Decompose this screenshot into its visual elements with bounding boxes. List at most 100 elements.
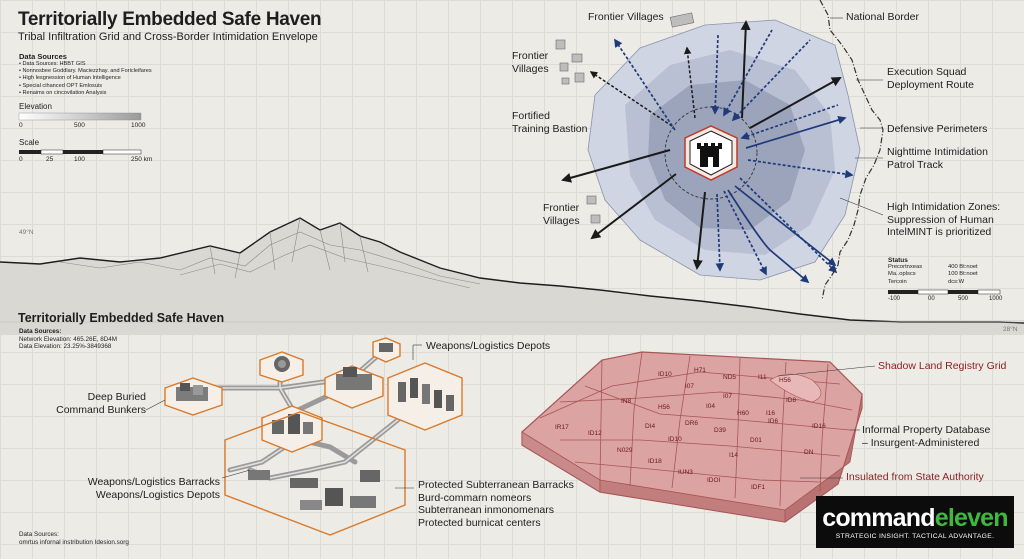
parcel-label: IDF1	[751, 484, 766, 491]
parcel-label: D39	[714, 427, 726, 434]
status-tick: -100	[888, 296, 901, 302]
label-barracks-depots: Weapons/Logistics Barracks Weapons/Logis…	[87, 476, 220, 501]
data-sources-item: Special cihanced OPT Emlosuis	[19, 83, 209, 90]
label-depots-top: Weapons/Logistics Depots	[426, 340, 551, 352]
status-row: Ma..oplscs 100 Bt:noet	[888, 271, 1008, 278]
label-intimidation-zones: High Intimidation Zones: Suppression of …	[887, 201, 1001, 238]
data-sources-item: Renaims on cincovilation Analysis	[19, 90, 209, 97]
label-execution-route: Execution Squad Deployment Route	[887, 66, 974, 91]
parcel-label: IN8	[621, 398, 632, 405]
parcel-label: ID18	[648, 458, 662, 465]
elevation-gradient-bar	[18, 112, 142, 121]
elevation-heading: Elevation	[19, 102, 52, 111]
status-value: 400 Bt:noet	[948, 264, 978, 270]
status-tick: 00	[928, 296, 935, 302]
parcel-label: H56	[658, 404, 670, 411]
black-arrows	[561, 20, 842, 270]
parcel-label: H71	[694, 367, 706, 374]
commandeleven-logo: commandeleven STRATEGIC INSIGHT. TACTICA…	[816, 496, 1014, 548]
status-heading: Status	[888, 257, 908, 264]
label-land-registry-grid: Shadow Land Registry Grid	[878, 360, 1007, 372]
data-sources-block: Data Sources Data Sources: HBBT GIS Nonn…	[19, 52, 209, 97]
status-row: Tercoin dcs:W	[888, 279, 1008, 286]
status-tick: 500	[958, 296, 969, 302]
elevation-tick: 1000	[131, 122, 146, 129]
elevation-tick: 500	[74, 122, 85, 129]
scale-tick: 250 km	[131, 156, 153, 163]
status-key: Ma..oplscs	[888, 271, 916, 278]
parcel-label: I04	[706, 403, 716, 410]
label-defensive-perimeters: Defensive Perimeters	[887, 123, 988, 135]
black-dashed-arrows	[589, 46, 696, 127]
scale-tick: 0	[19, 156, 23, 163]
status-value: dcs:W	[948, 278, 965, 285]
navy-dashed-arrows	[614, 29, 854, 276]
page-subtitle: Tribal Infiltration Grid and Cross-Borde…	[18, 31, 318, 43]
label-patrol-track: Nighttime Intimidation Patrol Track	[887, 146, 988, 171]
label-frontier-villages-bottom: Frontier Villages	[543, 202, 580, 227]
status-row: Precortnxeas 400 Bt:noet	[888, 264, 1008, 271]
data-sources-list: Data Sources: HBBT GIS Nonnosbee Goddlar…	[19, 61, 209, 97]
frontier-village-blocks	[555, 12, 695, 224]
bunker-center	[324, 365, 384, 409]
leader-lines-lower	[145, 344, 422, 489]
parcel-label: H60	[737, 410, 749, 417]
parcel-label: ID8	[786, 397, 797, 404]
label-fortified-bastion: Fortified Training Bastion	[512, 110, 588, 135]
land-registry-block	[521, 351, 863, 523]
fortified-bastion-icon	[684, 125, 738, 181]
parcel-label: D01	[750, 437, 762, 444]
parcel-label: H56	[779, 377, 791, 384]
lower-sources-line: Network Elevation: 465.26E, 8D4M	[19, 335, 118, 343]
parcel-label: IUN3	[678, 469, 693, 476]
parcel-label: IDOI	[707, 477, 721, 484]
logo-tagline: STRATEGIC INSIGHT. TACTICAL ADVANTAGE.	[835, 532, 995, 540]
parcel-label: ID6	[768, 418, 779, 425]
lower-section-heading: Territorially Embedded Safe Haven	[18, 311, 225, 325]
national-border-line	[819, 0, 884, 301]
logo-word-command: command	[822, 503, 935, 532]
elevation-tick: 0	[19, 122, 23, 129]
depot-right	[387, 362, 463, 431]
parcel-label: ID10	[658, 371, 672, 378]
logo-word-eleven: eleven	[934, 503, 1009, 532]
bunker-command-left	[164, 377, 223, 416]
status-key: Tercoin	[888, 278, 907, 285]
leader-lines-registry	[777, 365, 876, 479]
parcel-label: I14	[729, 452, 739, 459]
parcel-label: ID16	[812, 423, 826, 430]
footer-sources-text: omrtus infornal instribution Idesion.sor…	[19, 538, 129, 546]
defensive-perimeter-ring	[664, 106, 758, 200]
parcel-label: ID10	[668, 436, 682, 443]
label-national-border: National Border	[846, 11, 919, 23]
leader-lines-top	[830, 17, 884, 216]
status-tick: 1000	[989, 296, 1003, 302]
parcel-label: DI4	[645, 423, 656, 430]
scale-tick: 100	[74, 156, 85, 163]
footer-sources-heading: Data Sources:	[19, 531, 59, 538]
scale-heading: Scale	[19, 138, 40, 147]
label-command-bunkers: Deep Buried Command Bunkers	[56, 391, 146, 416]
barracks-center	[261, 405, 323, 453]
page-title: Territorially Embedded Safe Haven	[18, 9, 322, 30]
parcel-label: I11	[758, 374, 767, 381]
latitude-lower: 28°N	[1003, 326, 1018, 333]
parcel-label: I07	[685, 383, 695, 390]
scale-bar	[19, 149, 142, 155]
label-property-database: Informal Property Database – Insurgent-A…	[862, 424, 991, 449]
bunker-blocks	[164, 337, 463, 536]
logo-wordmark: commandeleven	[822, 505, 1008, 531]
parcel-label: N029	[617, 447, 633, 454]
data-sources-item: High lesgnession of Human Intelligence	[19, 75, 209, 82]
status-scale-bar	[888, 289, 1001, 295]
parcel-label: IR17	[555, 424, 569, 431]
bunker-top-left	[259, 351, 304, 383]
mountain-ridge	[0, 217, 1024, 335]
parcel-label: ID12	[588, 430, 602, 437]
parcel-label: DN	[804, 449, 814, 456]
scale-tick: 25	[46, 156, 54, 163]
parcel-label: DR6	[685, 420, 699, 427]
navy-solid-arrows	[727, 115, 847, 284]
data-sources-item: Nonnosbee Goddlary. Maciezzhay. and Fori…	[19, 68, 209, 75]
